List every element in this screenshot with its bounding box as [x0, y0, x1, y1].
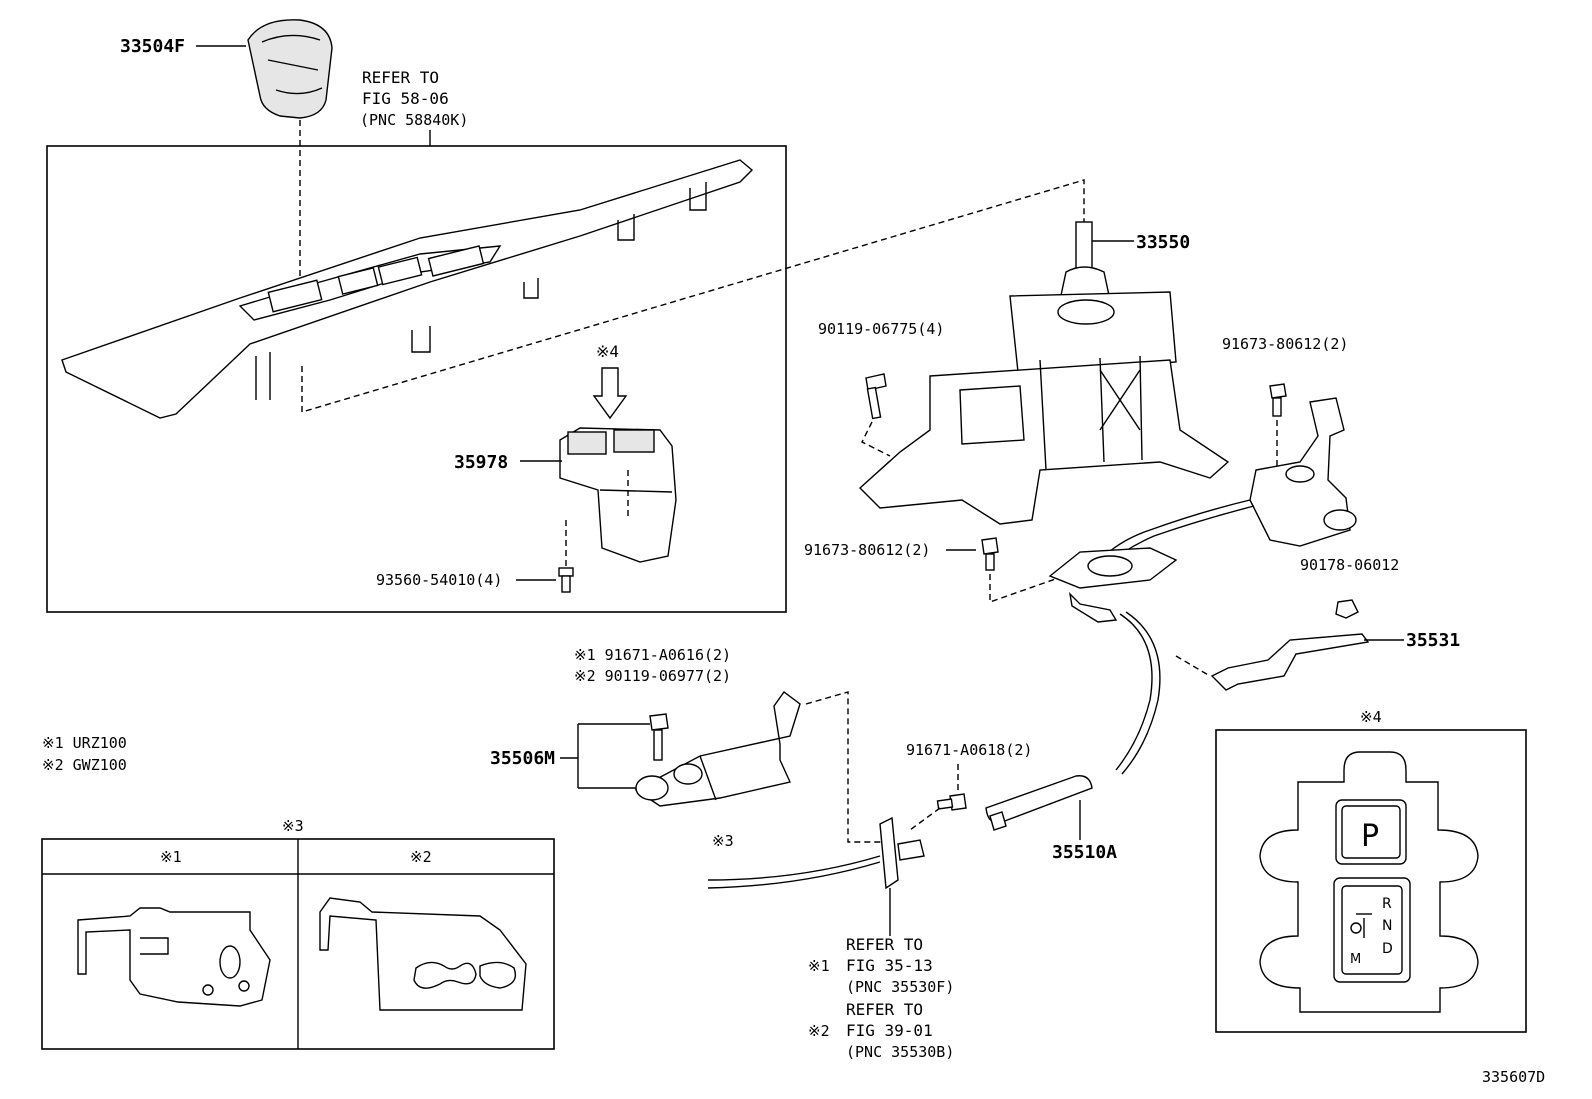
cable-ref-line4: REFER TO: [846, 1000, 923, 1019]
screw-icon: [558, 567, 574, 593]
bracket-variant-2-illustration: [319, 897, 527, 1011]
cable-35510a-illustration: [985, 775, 1093, 831]
nut-90178-label: 90178-06012: [1300, 556, 1399, 574]
bolt-icon: [981, 537, 999, 571]
shift-knob-illustration: [247, 19, 333, 119]
knob-ref-line2: FIG 58-06: [362, 89, 449, 108]
bolt-91671-a0618-label: 91671-A0618(2): [906, 741, 1032, 759]
knob-part-number: 33504F: [120, 36, 185, 57]
gear-n-label: N: [1382, 918, 1392, 934]
bolt-icon: [649, 713, 669, 761]
shift-lever-bracket-illustration: [1249, 397, 1357, 547]
bracket-35531-leader: [1175, 655, 1211, 677]
bolt-91673-center-label: 91673-80612(2): [804, 541, 930, 559]
cable-loose-end: [707, 855, 881, 881]
screw-part-number: 93560-54010(4): [376, 571, 502, 589]
park-button: [1335, 799, 1407, 865]
panel-shifter-leader: [301, 179, 1085, 413]
bolt-icon: [936, 793, 967, 811]
bracket-35531-part-number: 35531: [1406, 630, 1460, 651]
legend-gwz100: ※2 GWZ100: [42, 756, 127, 774]
variant-table-title: ※3: [282, 817, 304, 835]
cable-ref-line2: FIG 35-13: [846, 956, 933, 975]
knob-ref-line3: (PNC 58840K): [360, 111, 468, 129]
snow-mode-icon: [1350, 913, 1372, 938]
bolt-icon: [1269, 383, 1287, 417]
bolt-90119-06775-label: 90119-06775(4): [818, 320, 944, 338]
cable-ref-line1: REFER TO: [846, 935, 923, 954]
bracket-35506m-leader: [560, 723, 650, 789]
console-panel-group-box: [46, 145, 787, 613]
variant-table-col-urz100: ※1: [160, 848, 182, 866]
shift-cable-lower-2: [1121, 611, 1161, 775]
bracket-35506m-part-number: 35506M: [490, 748, 555, 769]
switch-part-number: 35978: [454, 452, 508, 473]
cable-end-bracket-illustration: [879, 816, 925, 890]
gear-select-switch: [1333, 877, 1411, 983]
shifter-assembly-illustration: [858, 221, 1230, 525]
shift-cable-lower: [1115, 613, 1153, 771]
knob-ref-line1: REFER TO: [362, 68, 439, 87]
cable-ref-line5: FIG 39-01: [846, 1021, 933, 1040]
gear-r-label: R: [1382, 896, 1392, 912]
nut-icon: [1335, 599, 1359, 619]
bracket-35531-illustration: [1210, 633, 1370, 691]
bolt-center-leader: [989, 574, 1065, 603]
cable-ref-line6: (PNC 35530B): [846, 1043, 954, 1061]
variant-table: [41, 838, 555, 1050]
cable-ref-mark2: ※2: [808, 1022, 830, 1040]
shifter-part-number: 33550: [1136, 232, 1190, 253]
bracket-note-mark: ※3: [712, 832, 734, 850]
bracket-variant-1-illustration: [77, 907, 271, 1007]
bracket-35506m-illustration: [634, 691, 801, 807]
park-button-label: P: [1361, 819, 1379, 854]
bolt-a0618-leader-2: [909, 807, 941, 831]
cable-ref-mark1: ※1: [808, 957, 830, 975]
gear-m-label: M: [1350, 952, 1361, 967]
switch-35978-illustration: [559, 427, 677, 563]
figure-id: 335607D: [1482, 1068, 1545, 1086]
cable-ref-line3: (PNC 35530F): [846, 978, 954, 996]
legend-urz100: ※1 URZ100: [42, 734, 127, 752]
switch-note-mark: ※4: [596, 342, 619, 361]
shift-cable-upper: [1099, 499, 1251, 561]
cable-loose-end-2: [707, 861, 881, 889]
bolt-91673-right-label: 91673-80612(2): [1222, 335, 1348, 353]
bolt-90119-06977-label: ※2 90119-06977(2): [574, 667, 731, 685]
bracket-cable-leader: [805, 691, 884, 843]
cable-bracket-plate-illustration: [1048, 547, 1178, 623]
down-arrow-icon: [592, 367, 628, 420]
bolt-icon: [865, 373, 887, 420]
console-panel-illustration: [61, 159, 754, 419]
detail-4-box: [1215, 729, 1527, 1033]
cable-35510a-part-number: 35510A: [1052, 842, 1117, 863]
bolt-91671-a0616-label: ※1 91671-A0616(2): [574, 646, 731, 664]
gear-d-label: D: [1382, 941, 1393, 957]
bolt-leader: [861, 421, 891, 457]
detail-4-title: ※4: [1360, 708, 1382, 726]
variant-table-col-gwz100: ※2: [410, 848, 432, 866]
